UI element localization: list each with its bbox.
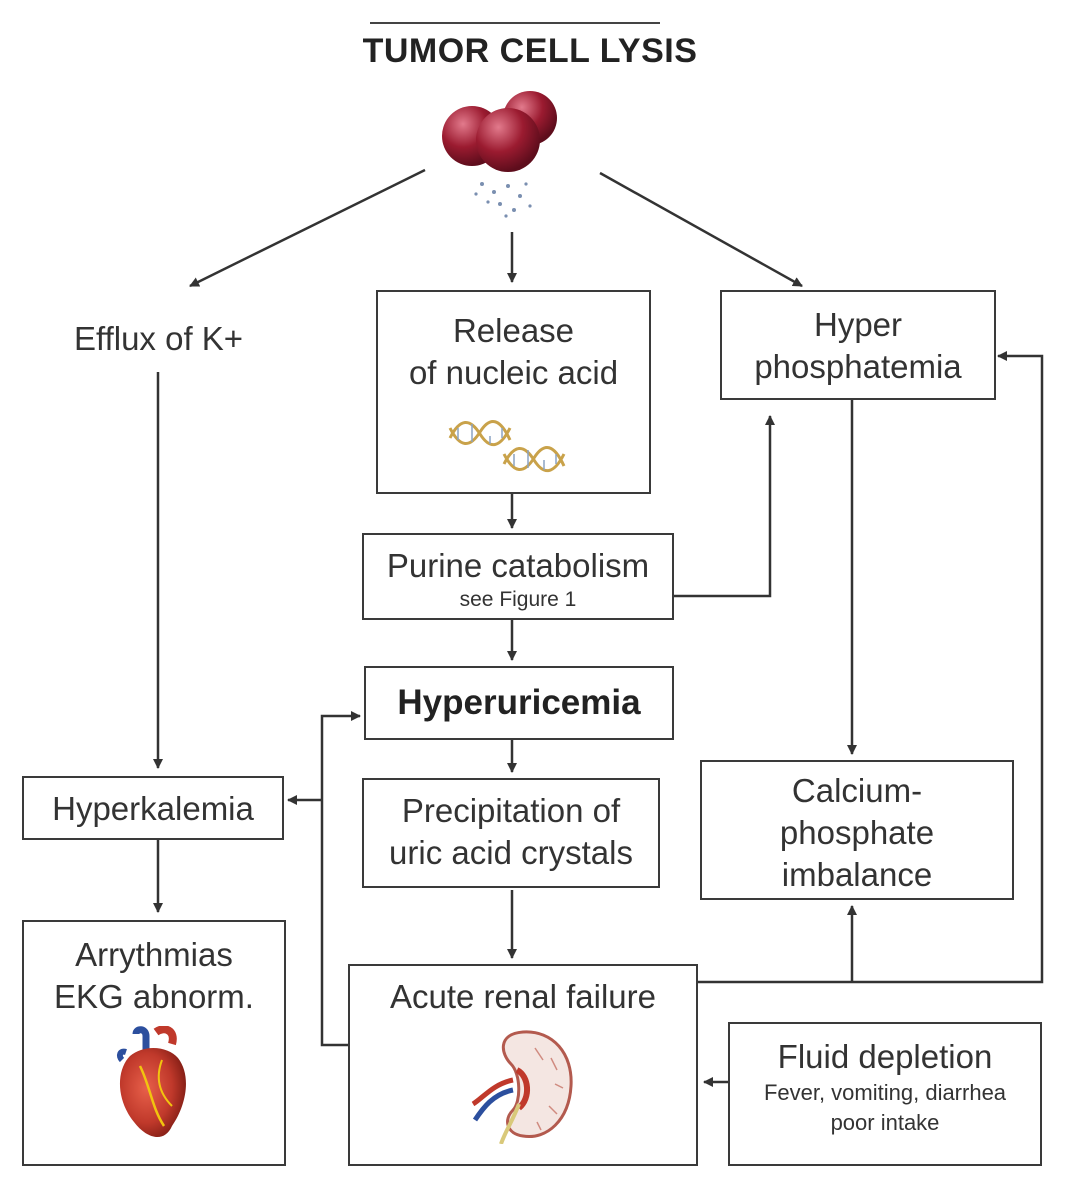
heart-icon <box>116 1026 186 1138</box>
arrow-cells-to-hyperphosphatemia <box>599 171 803 288</box>
purine-sublabel: see Figure 1 <box>459 588 577 611</box>
fluid-sub1: Fever, vomiting, diarrhea <box>763 1080 1007 1105</box>
calcium-line3: imbalance <box>781 856 933 893</box>
acute-renal-failure-box: Acute renal failure <box>348 964 698 1166</box>
hyperkalemia-label: Hyperkalemia <box>52 790 254 827</box>
calcium-line2: phosphate <box>779 814 935 851</box>
hyperkalemia-box: Hyperkalemia <box>22 776 284 840</box>
purine-label: Purine catabolism <box>386 547 650 584</box>
precipitation-line1: Precipitation of <box>401 792 621 829</box>
hyperuricemia-label: Hyperuricemia <box>397 683 641 722</box>
release-line2: of nucleic acid <box>408 354 619 391</box>
precipitation-line2: uric acid crystals <box>389 834 633 871</box>
diagram-title: TUMOR CELL LYSIS <box>362 32 698 70</box>
hyperphosphatemia-line2: phosphatemia <box>754 348 962 385</box>
hyperphosphatemia-line1: Hyper <box>813 306 903 343</box>
efflux-of-k-label: Efflux of K+ <box>74 320 244 357</box>
arrhythmias-line2: EKG abnorm. <box>54 978 254 1015</box>
fluid-label: Fluid depletion <box>777 1038 993 1075</box>
arrhythmias-line1: Arrythmias <box>75 936 233 973</box>
purine-catabolism-box: Purine catabolism see Figure 1 <box>362 533 674 620</box>
arrow-purine-to-hyperphosphatemia <box>674 415 775 598</box>
kidney-icon <box>471 1030 573 1144</box>
renal-label: Acute renal failure <box>390 978 656 1015</box>
arrow-renal-to-hyperphosphatemia <box>698 351 1044 984</box>
hyperphosphatemia-box: Hyper phosphatemia <box>720 290 996 400</box>
release-nucleic-acid-box: Release of nucleic acid <box>376 290 651 494</box>
tumor-cells-icon <box>442 91 557 218</box>
title-rule <box>370 22 660 24</box>
arrhythmias-box: Arrythmias EKG abnorm. <box>22 920 286 1166</box>
fluid-depletion-box: Fluid depletion Fever, vomiting, diarrhe… <box>728 1022 1042 1166</box>
calcium-phosphate-box: Calcium- phosphate imbalance <box>700 760 1014 900</box>
calcium-line1: Calcium- <box>791 772 923 809</box>
fluid-sub2: poor intake <box>830 1110 940 1135</box>
arrow-cells-to-efflux <box>189 168 426 288</box>
hyperuricemia-box: Hyperuricemia <box>364 666 674 740</box>
dna-icon <box>448 420 565 472</box>
arrow-renal-to-hyperuricemia <box>320 711 361 1047</box>
release-line1: Release <box>452 312 575 349</box>
precipitation-box: Precipitation of uric acid crystals <box>362 778 660 888</box>
